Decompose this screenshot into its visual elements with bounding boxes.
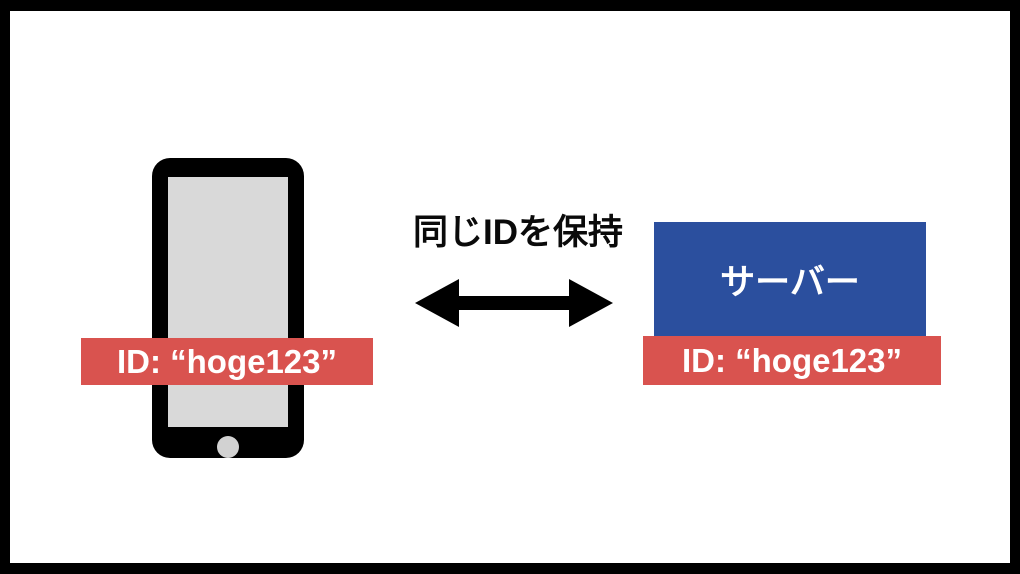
client-id-badge: ID: “hoge123” xyxy=(81,338,373,385)
arrow-shaft xyxy=(453,296,575,310)
double-headed-arrow-icon xyxy=(415,279,613,327)
server-label: サーバー xyxy=(720,263,860,302)
client-device xyxy=(152,158,304,458)
phone-screen xyxy=(168,177,288,427)
arrow-head-left xyxy=(415,279,459,327)
diagram-canvas: 同じIDを保持 サーバー ID: “hoge123” ID: “hoge123” xyxy=(10,11,1010,563)
server-id-badge-label: ID: “hoge123” xyxy=(681,342,903,379)
client-id-badge-label: ID: “hoge123” xyxy=(116,343,338,380)
server-id-badge: ID: “hoge123” xyxy=(643,336,941,385)
server-box: サーバー xyxy=(654,222,926,337)
connector-group: 同じIDを保持 xyxy=(393,211,643,331)
sync-label: 同じIDを保持 xyxy=(412,213,623,252)
arrow-head-right xyxy=(569,279,613,327)
phone-home-button-icon xyxy=(217,436,239,458)
